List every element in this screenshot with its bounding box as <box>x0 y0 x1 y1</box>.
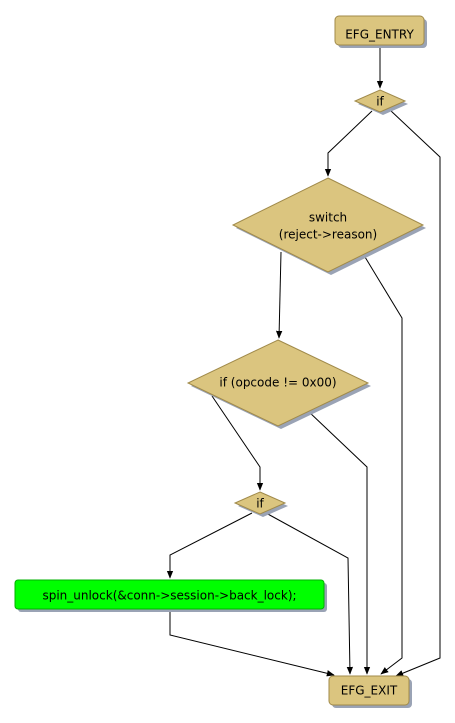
entry-node: EFG_ENTRY <box>334 15 427 48</box>
edge-if-to-exit-2 <box>265 512 354 675</box>
if-top-node: if <box>353 89 408 115</box>
edge-if-opcode-to-exit <box>307 410 371 675</box>
exit-label: EFG_EXIT <box>341 684 398 698</box>
spin-unlock-label: spin_unlock(&conn->session->back_lock); <box>42 589 296 603</box>
if-bottom-node: if <box>233 491 288 517</box>
edge-if-opcode-to-if <box>211 395 264 491</box>
edge-spin-unlock-to-exit <box>169 611 335 677</box>
edge-switch-to-exit <box>364 256 403 675</box>
if-bottom-label: if <box>256 497 264 511</box>
switch-label-line2: (reject->reason) <box>279 228 377 242</box>
switch-node: switch (reject->reason) <box>231 177 426 275</box>
exit-node: EFG_EXIT <box>328 675 412 708</box>
edge-switch-to-if-opcode <box>275 251 283 339</box>
if-opcode-node: if (opcode != 0x00) <box>186 339 371 429</box>
if-opcode-label: if (opcode != 0x00) <box>219 376 336 390</box>
edge-if-to-exit <box>389 109 441 677</box>
edge-if-to-switch <box>324 110 373 177</box>
spin-unlock-node: spin_unlock(&conn->session->back_lock); <box>14 579 327 612</box>
edges <box>166 46 441 677</box>
switch-label-line1: switch <box>309 211 347 225</box>
if-top-label: if <box>376 95 384 109</box>
entry-label: EFG_ENTRY <box>345 28 414 42</box>
edge-if-to-spin-unlock <box>166 512 253 579</box>
